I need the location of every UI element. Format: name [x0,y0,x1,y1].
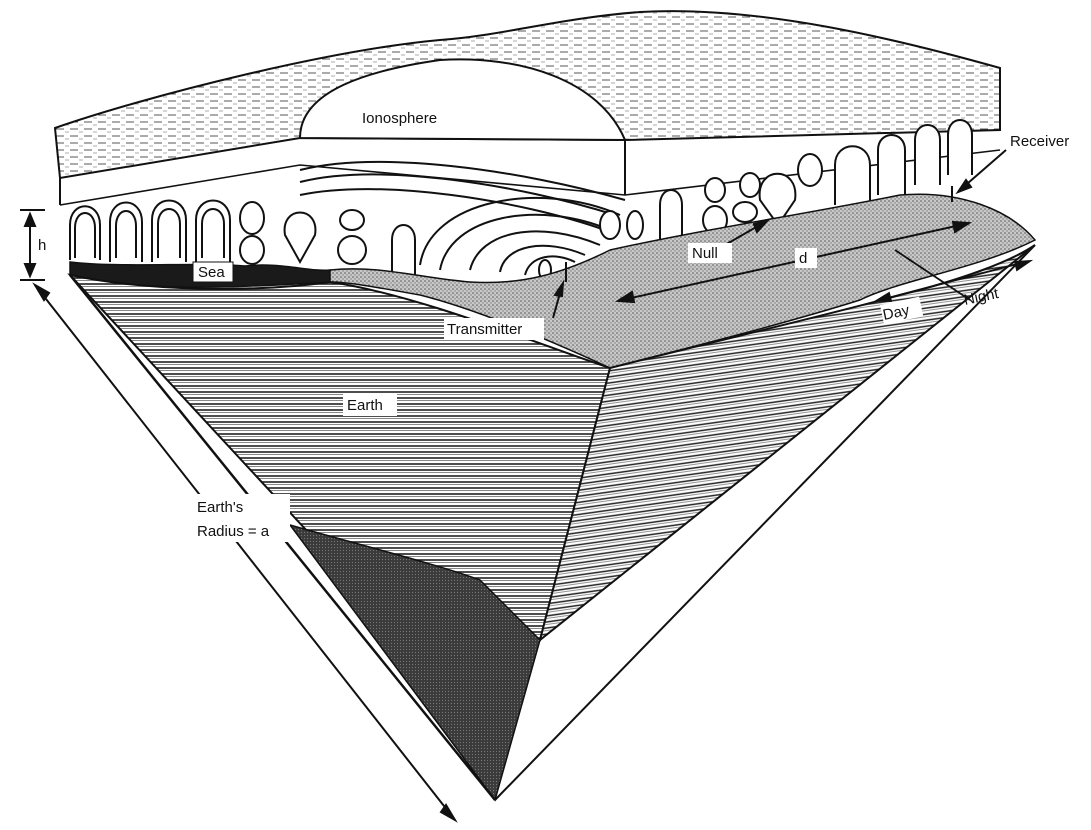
null-label: Null [692,245,718,262]
sea-label: Sea [198,264,225,281]
earth-radius-label-line2: Radius = a [197,523,270,540]
earth-radius-label-line1: Earth's [197,499,243,516]
receiver-label: Receiver [1010,133,1069,150]
distance-label: d [799,250,807,267]
transmitter-label: Transmitter [447,321,522,338]
height-label: h [38,237,46,254]
ionosphere-label: Ionosphere [362,110,437,127]
earth-label: Earth [347,397,383,414]
